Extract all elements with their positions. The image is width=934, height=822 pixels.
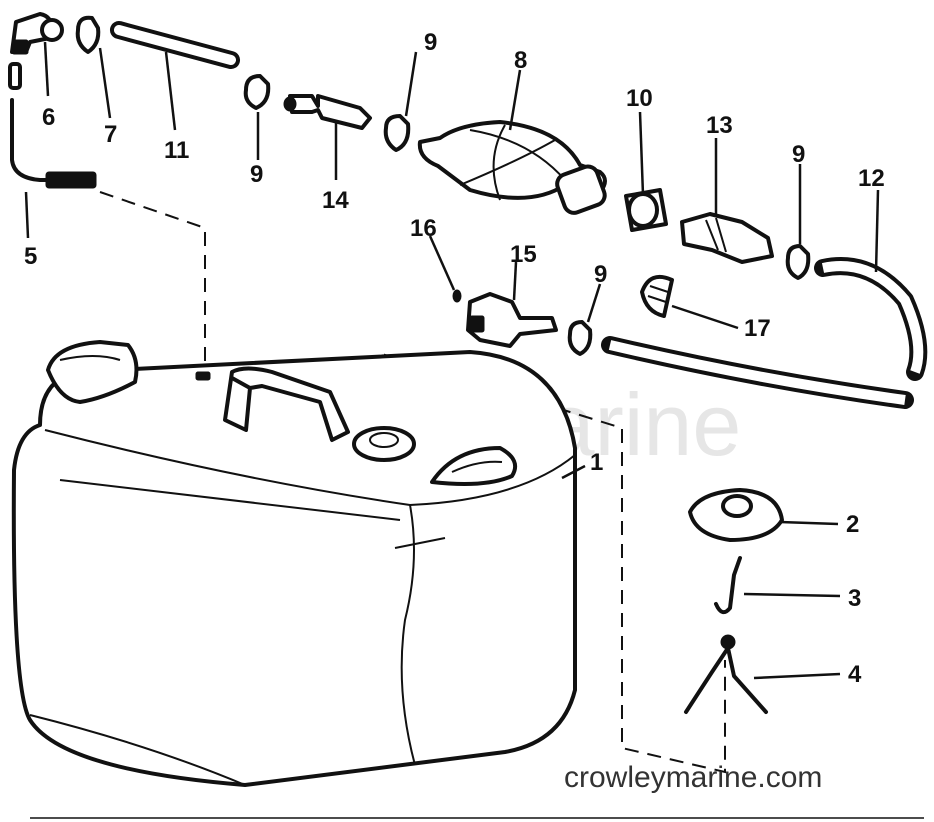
callout-4: 4 — [848, 661, 862, 688]
connector-14 — [283, 94, 372, 130]
callout-9-a: 9 — [250, 161, 263, 188]
valve-13 — [680, 212, 774, 264]
callout-14: 14 — [322, 187, 349, 214]
dashed-line-filler-to-vent — [384, 353, 726, 774]
callout-1: 1 — [590, 449, 603, 476]
clamp-17 — [640, 275, 674, 318]
ring-10 — [624, 188, 668, 232]
website-text: crowleymarine.com — [564, 761, 822, 794]
elbow-fitting — [10, 12, 64, 55]
callout-16: 16 — [410, 215, 437, 242]
connector-15 — [466, 292, 558, 348]
fuel-hose-12 — [601, 257, 928, 409]
callout-5: 5 — [24, 243, 37, 270]
callout-9-c: 9 — [792, 141, 805, 168]
primer-bulb — [417, 120, 607, 215]
leader-lines — [24, 41, 880, 680]
vent-cap — [688, 488, 784, 542]
callout-11: 11 — [164, 137, 189, 164]
callout-2: 2 — [846, 511, 859, 538]
callout-10: 10 — [626, 85, 653, 112]
callout-15: 15 — [510, 241, 537, 268]
clip-9-b — [383, 114, 411, 152]
pickup-tube — [8, 62, 97, 189]
callout-9-d: 9 — [594, 261, 607, 288]
callout-13: 13 — [706, 112, 733, 139]
callout-7: 7 — [104, 121, 117, 148]
hose-11 — [109, 20, 241, 70]
callout-labels: 6 7 11 9 14 9 8 10 13 9 12 5 16 15 9 17 … — [24, 29, 885, 688]
oring-16 — [452, 289, 462, 303]
callout-17: 17 — [744, 315, 771, 342]
chain — [684, 634, 768, 714]
callout-8: 8 — [514, 47, 527, 74]
dashed-line-hose-to-tank — [99, 191, 206, 372]
hook — [714, 556, 742, 615]
clip-9-d — [567, 320, 593, 356]
fuel-tank — [11, 340, 577, 787]
clip-9-a — [243, 74, 271, 110]
callout-9-b: 9 — [424, 29, 437, 56]
callout-3: 3 — [848, 585, 861, 612]
callout-6: 6 — [42, 104, 55, 131]
clip-7 — [75, 15, 101, 54]
callout-12: 12 — [858, 165, 885, 192]
clip-9-c — [785, 244, 811, 280]
